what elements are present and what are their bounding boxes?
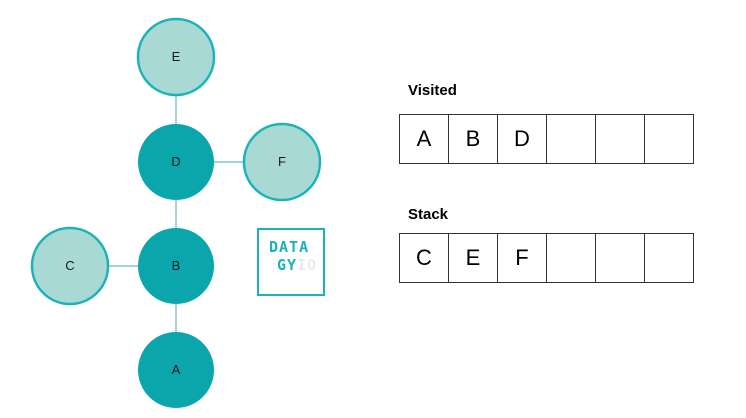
stack-cell-4 — [546, 233, 596, 283]
visited-cell-4 — [546, 114, 596, 164]
visited-cell-2: B — [448, 114, 498, 164]
visited-cell-1: A — [399, 114, 449, 164]
node-circle-a — [138, 332, 214, 408]
node-label-f: F — [278, 154, 286, 169]
visited-cell-5 — [595, 114, 645, 164]
node-label-e: E — [172, 49, 181, 64]
logo-text-io: IO — [297, 256, 318, 274]
stack-title: Stack — [408, 206, 449, 223]
stack-cell-5 — [595, 233, 645, 283]
graph-edges — [70, 57, 282, 370]
node-label-c: C — [65, 258, 74, 273]
node-label-a: A — [172, 362, 181, 377]
node-circle-f — [242, 122, 322, 202]
node-d: D — [138, 124, 214, 200]
node-a: A — [138, 332, 214, 408]
stack-cell-1: C — [399, 233, 449, 283]
logo-text-gy: GY — [277, 256, 298, 274]
visited-array: A B D — [399, 114, 699, 164]
node-circle-d — [138, 124, 214, 200]
node-label-d: D — [171, 154, 180, 169]
node-circle-e — [136, 17, 216, 97]
stack-cell-2: E — [448, 233, 498, 283]
node-c: C — [30, 226, 110, 306]
datagy-logo: DATA GYIO — [257, 228, 325, 296]
node-b: B — [138, 228, 214, 304]
node-label-b: B — [172, 258, 181, 273]
node-e: E — [136, 17, 216, 97]
logo-line-2: GYIO — [277, 257, 317, 273]
visited-cell-6 — [644, 114, 694, 164]
node-circle-b — [138, 228, 214, 304]
stack-cell-6 — [644, 233, 694, 283]
node-f: F — [242, 122, 322, 202]
node-circle-c — [30, 226, 110, 306]
logo-line-1: DATA — [269, 238, 310, 256]
graph-nodes: E D F C B A — [30, 17, 322, 408]
visited-cell-3: D — [497, 114, 547, 164]
stack-cell-3: F — [497, 233, 547, 283]
visited-title: Visited — [408, 82, 457, 99]
stack-array: C E F — [399, 233, 699, 283]
